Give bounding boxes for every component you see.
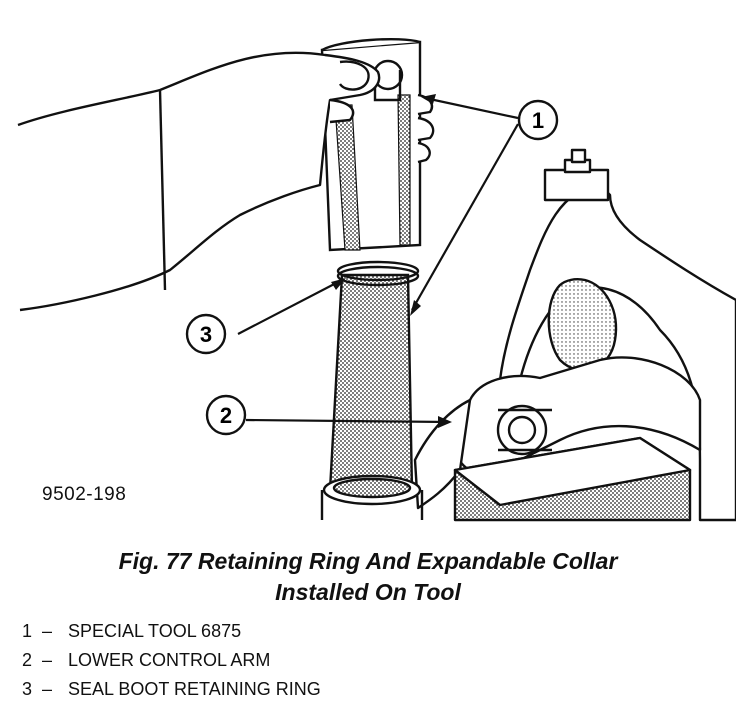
legend-text: SEAL BOOT RETAINING RING: [68, 679, 321, 699]
svg-text:2: 2: [220, 403, 232, 428]
figure-id: 9502-198: [42, 484, 127, 505]
legend-item: 3 – SEAL BOOT RETAINING RING: [22, 675, 321, 704]
legend-number: 1: [22, 621, 33, 641]
legend-number: 3: [22, 679, 33, 699]
callout-leader-lines: [237, 96, 519, 424]
svg-text:3: 3: [200, 322, 212, 347]
tool-installation-illustration: 1 3 2: [17, 38, 736, 522]
legend-item: 1 – SPECIAL TOOL 6875: [22, 617, 321, 646]
legend-item: 2 – LOWER CONTROL ARM: [22, 646, 321, 675]
lower-control-arm-assembly: [413, 148, 736, 522]
hand-holding-tool: [17, 51, 435, 312]
seal-boot: [320, 273, 424, 520]
callout-3: 3: [185, 313, 227, 355]
legend-dash: –: [42, 621, 53, 641]
figure-caption-line-1: Fig. 77 Retaining Ring And Expandable Co…: [118, 548, 618, 574]
svg-text:1: 1: [532, 108, 544, 133]
legend-dash: –: [42, 679, 53, 699]
seal-boot-retaining-ring: [336, 260, 420, 287]
legend: 1 – SPECIAL TOOL 6875 2 – LOWER CONTROL …: [22, 617, 321, 704]
callout-arrowheads: [331, 94, 452, 428]
legend-text: SPECIAL TOOL 6875: [68, 621, 242, 641]
legend-dash: –: [42, 650, 53, 670]
callout-2: 2: [205, 394, 247, 436]
legend-text: LOWER CONTROL ARM: [68, 650, 271, 670]
figure-caption-line-2: Installed On Tool: [275, 579, 461, 605]
callout-1: 1: [517, 99, 559, 141]
legend-number: 2: [22, 650, 33, 670]
